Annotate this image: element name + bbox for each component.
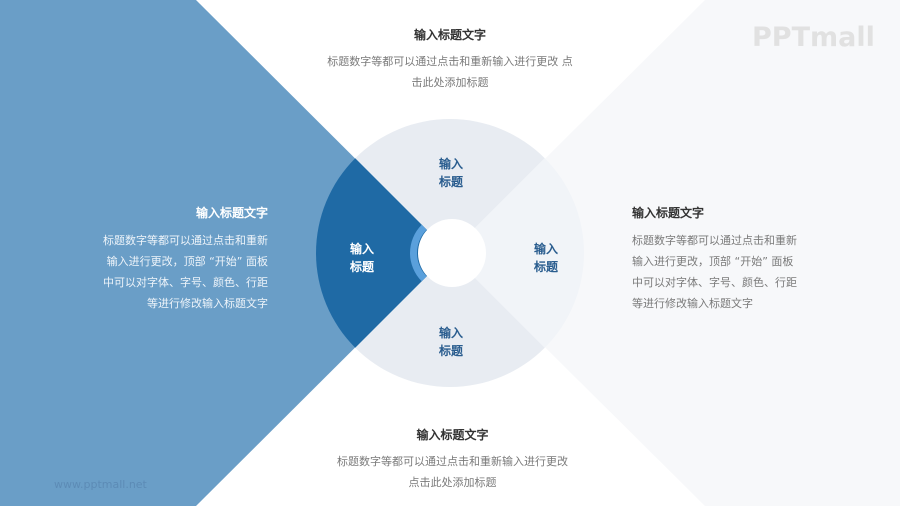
sector-right-label-line2: 标题: [533, 260, 558, 274]
block-left-title: 输入标题文字: [195, 206, 268, 220]
block-right-body: 标题数字等都可以通过点击和重新 输入进行更改，顶部 “开始” 面板 中可以对字体…: [632, 230, 820, 314]
block-top-line: 击此处添加标题: [411, 76, 489, 89]
block-top-line: 标题数字等都可以通过点击和重新输入进行更改 点: [327, 55, 573, 68]
sector-left-label-line1: 输入: [349, 242, 374, 256]
sector-bottom-label: 输入 标题: [421, 324, 481, 360]
block-left-line: 等进行修改输入标题文字: [147, 297, 268, 310]
center-hole: [418, 219, 486, 287]
pptmall-logo: PPTmall: [752, 22, 875, 53]
block-bottom-title: 输入标题文字: [416, 428, 489, 442]
sector-top-label: 输入 标题: [421, 155, 481, 191]
block-left-line: 中可以对字体、字号、颜色、行距: [103, 276, 268, 289]
block-left-body: 标题数字等都可以通过点击和重新 输入进行更改，顶部 “开始” 面板 中可以对字体…: [80, 230, 268, 314]
block-top-title: 输入标题文字: [413, 28, 486, 42]
sector-left-label-line2: 标题: [349, 260, 374, 274]
block-right-line: 输入进行更改，顶部 “开始” 面板: [632, 255, 794, 268]
sector-top-shape[interactable]: [355, 119, 545, 253]
sector-bottom-label-line2: 标题: [438, 344, 463, 358]
text-block-right: 输入标题文字 标题数字等都可以通过点击和重新 输入进行更改，顶部 “开始” 面板…: [632, 205, 820, 314]
block-right-line: 标题数字等都可以通过点击和重新: [632, 234, 797, 247]
sector-top-label-line2: 标题: [438, 175, 463, 189]
block-right-line: 等进行修改输入标题文字: [632, 297, 753, 310]
block-right-line: 中可以对字体、字号、颜色、行距: [632, 276, 797, 289]
text-block-left: 输入标题文字 标题数字等都可以通过点击和重新 输入进行更改，顶部 “开始” 面板…: [80, 205, 268, 314]
sector-top-label-line1: 输入: [438, 157, 463, 171]
block-bottom-line: 点击此处添加标题: [408, 476, 497, 489]
sector-left-label: 输入 标题: [332, 240, 392, 276]
sector-right-shape[interactable]: [450, 158, 584, 348]
sector-bottom-shape[interactable]: [355, 253, 545, 387]
block-left-line: 标题数字等都可以通过点击和重新: [103, 234, 268, 247]
text-block-top: 输入标题文字 标题数字等都可以通过点击和重新输入进行更改 点 击此处添加标题: [310, 27, 590, 93]
block-top-body: 标题数字等都可以通过点击和重新输入进行更改 点 击此处添加标题: [310, 51, 590, 93]
block-bottom-line: 标题数字等都可以通过点击和重新输入进行更改: [337, 455, 568, 468]
block-bottom-body: 标题数字等都可以通过点击和重新输入进行更改 点击此处添加标题: [315, 451, 590, 493]
inner-arc-accent: [410, 224, 427, 282]
left-triangle-shape: [0, 0, 450, 506]
sector-bottom-label-line1: 输入: [438, 326, 463, 340]
sector-left-shape[interactable]: [316, 158, 450, 348]
right-triangle-shape: [450, 0, 900, 506]
text-block-bottom: 输入标题文字 标题数字等都可以通过点击和重新输入进行更改 点击此处添加标题: [315, 427, 590, 493]
sector-right-label: 输入 标题: [516, 240, 576, 276]
sector-right-label-line1: 输入: [533, 242, 558, 256]
website-watermark: www.pptmall.net: [54, 478, 147, 491]
block-right-title: 输入标题文字: [632, 206, 705, 220]
block-left-line: 输入进行更改，顶部 “开始” 面板: [106, 255, 268, 268]
